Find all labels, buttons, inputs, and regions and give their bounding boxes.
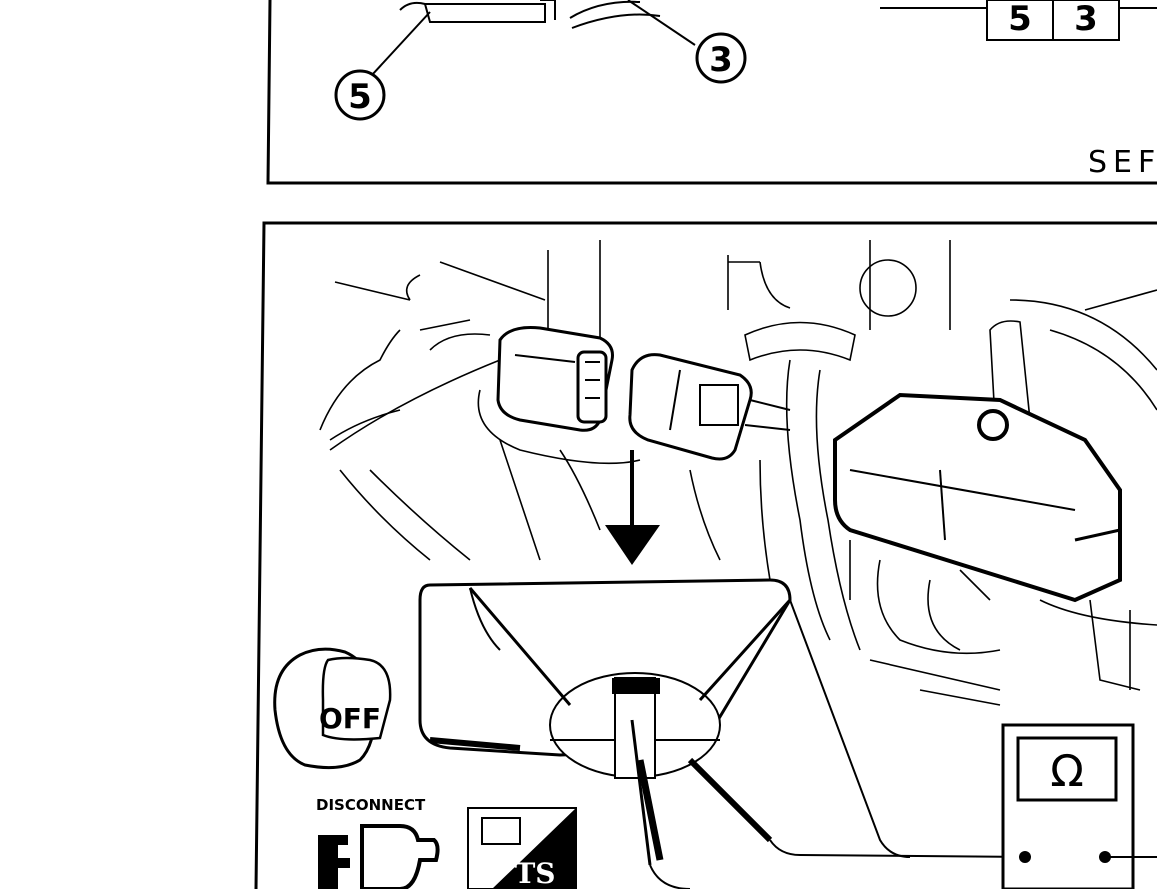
connector-test-icon: TS	[467, 807, 577, 889]
ecm-module	[833, 392, 1122, 603]
key-label: OFF	[319, 702, 381, 735]
pin-5-label: 5	[1008, 0, 1032, 39]
test-probes	[429, 599, 1026, 889]
terminal-detail-view	[418, 578, 792, 779]
top-panel: 5 3 5 3 SEF	[266, 0, 1157, 185]
pin-3-label: 3	[1074, 0, 1098, 39]
ignition-off-key-icon: OFF	[273, 647, 392, 770]
callout-3: 3	[695, 32, 747, 84]
top-component-drawing	[359, 0, 696, 89]
arrow-down-icon	[605, 450, 660, 565]
harness-connector-left	[496, 326, 614, 432]
disconnect-connector-icon: DISCONNECT	[316, 796, 440, 889]
test-icon-label: TS	[514, 857, 555, 889]
callout-5: 5	[334, 69, 386, 121]
connector-pin-diagram: 5 3	[880, 0, 1157, 41]
disconnect-label: DISCONNECT	[316, 796, 426, 814]
harness-connector-right	[628, 353, 791, 461]
engine-background	[319, 240, 1157, 706]
ohm-symbol: Ω	[1050, 746, 1084, 797]
reference-code: SEF	[1088, 145, 1157, 180]
svg-text:3: 3	[709, 40, 733, 80]
ohmmeter-icon: Ω	[1001, 723, 1157, 889]
bottom-panel: Ω OFF DISCONNECT TS	[254, 221, 1157, 889]
svg-text:5: 5	[348, 77, 372, 117]
